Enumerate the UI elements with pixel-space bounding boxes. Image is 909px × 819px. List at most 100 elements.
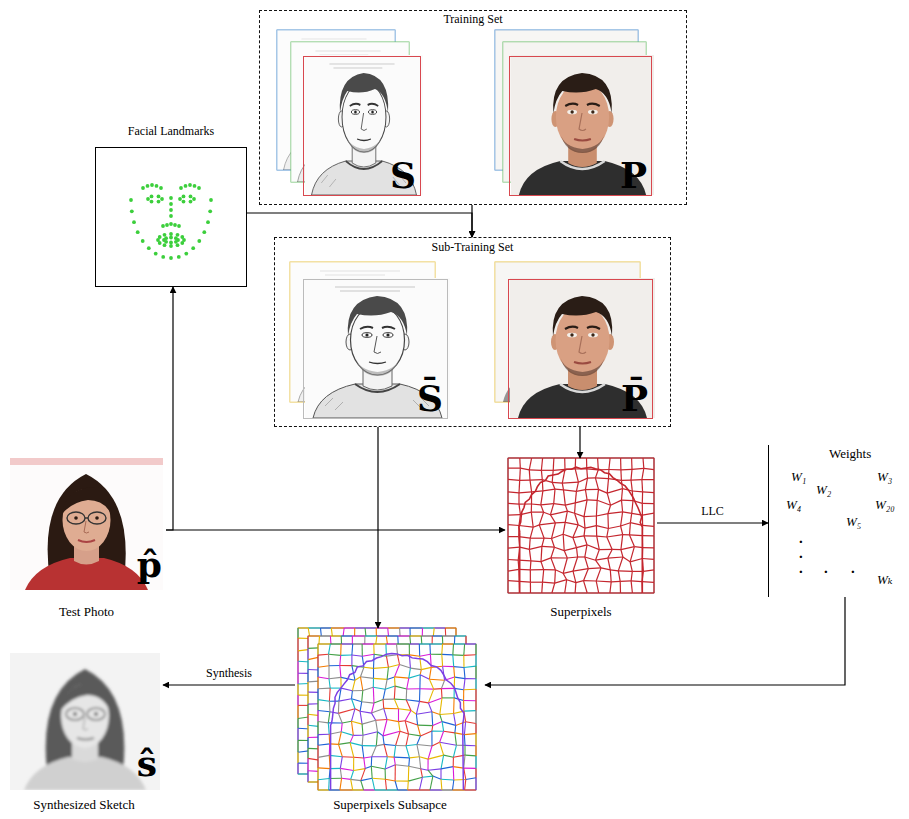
superpixel-edge xyxy=(328,666,329,679)
superpixel-edge xyxy=(465,789,476,790)
superpixel-edge xyxy=(434,627,445,628)
superpixel-edge xyxy=(554,457,565,458)
superpixel-edge xyxy=(508,536,519,537)
superpixel-edge xyxy=(585,478,587,490)
superpixel-edge xyxy=(307,648,308,659)
superpixel-edge xyxy=(340,778,342,790)
superpixel-edge xyxy=(430,654,441,655)
superpixel-edge xyxy=(531,592,542,593)
superpixel-edge xyxy=(607,537,612,549)
superpixel-edge xyxy=(440,779,442,790)
superpixel-edge xyxy=(518,480,520,493)
superpixel-edge xyxy=(342,721,351,723)
superpixel-edge xyxy=(429,644,431,654)
superpixel-edge xyxy=(307,714,308,725)
superpixel-edge xyxy=(530,569,543,570)
superpixel-edge xyxy=(429,679,444,680)
superpixel-edge xyxy=(399,709,412,711)
superpixel-edge xyxy=(297,740,298,752)
superpixel-edge xyxy=(621,547,635,550)
superpixel-edge xyxy=(454,666,464,668)
superpixel-edge xyxy=(297,661,298,673)
superpixel-edge xyxy=(351,691,353,699)
superpixel-edge xyxy=(595,477,608,479)
landmark-dot xyxy=(192,197,196,201)
superpixel-edge xyxy=(453,767,455,780)
superpixel-edge xyxy=(539,525,544,538)
superpixel-edge xyxy=(475,756,476,769)
superpixel-edge xyxy=(440,742,457,745)
superpixel-edge xyxy=(585,526,596,529)
superpixel-edge xyxy=(387,720,399,722)
superpixel-edge xyxy=(331,627,344,628)
ellipsis-dot: . xyxy=(799,546,803,561)
superpixel-edge xyxy=(328,722,342,723)
superpixel-edge xyxy=(409,644,410,655)
superpixel-edge xyxy=(360,711,362,724)
superpixel-edge xyxy=(442,722,444,732)
superpixel-edge xyxy=(519,526,533,528)
superpixel-edge xyxy=(453,757,454,766)
superpixel-edge xyxy=(352,690,362,691)
connector-arrow xyxy=(485,597,845,685)
superpixel-edge xyxy=(475,746,476,756)
landmark-dot xyxy=(189,200,193,204)
superpixel-edge xyxy=(417,745,420,757)
superpixel-edge xyxy=(507,492,508,503)
superpixel-edge xyxy=(621,550,623,557)
superpixel-edge xyxy=(372,778,375,790)
superpixel-edge xyxy=(464,679,465,690)
superpixel-edge xyxy=(464,689,476,691)
superpixel-edge xyxy=(608,558,611,570)
superpixel-edge xyxy=(440,714,454,715)
superpixel-edge xyxy=(610,570,612,582)
superpixel-edge xyxy=(318,744,330,745)
superpixel-edge xyxy=(541,458,542,470)
superpixel-edge xyxy=(355,677,361,680)
superpixel-edge xyxy=(318,779,329,780)
superpixel-edge xyxy=(622,489,623,501)
superpixel-edge xyxy=(419,675,420,689)
superpixel-edge xyxy=(454,714,456,726)
superpixel-edge xyxy=(466,722,476,724)
landmark-dot xyxy=(177,255,181,259)
superpixel-edge xyxy=(317,745,318,757)
landmark-dot xyxy=(141,186,145,190)
superpixel-edge xyxy=(532,457,543,458)
superpixel-edge xyxy=(565,592,575,593)
superpixel-edge xyxy=(508,479,520,480)
superpixel-edge xyxy=(351,655,352,666)
superpixel-edge xyxy=(475,689,476,701)
connector-arrow xyxy=(163,684,295,685)
landmark-dot xyxy=(173,223,177,227)
superpixel-edge xyxy=(352,635,365,636)
superpixel-edge xyxy=(443,666,454,667)
landmark-dot xyxy=(146,184,150,188)
landmark-dots xyxy=(129,183,213,260)
superpixel-edge xyxy=(508,559,518,561)
superpixel-edge xyxy=(405,721,418,725)
superpixel-edge xyxy=(317,711,318,722)
superpixel-edge xyxy=(352,709,356,722)
node-label: Superpixels Subsapce xyxy=(295,798,485,813)
superpixel-edge xyxy=(420,701,429,703)
superpixel-edge xyxy=(520,457,532,458)
landmark-dot xyxy=(197,186,201,190)
superpixel-edge xyxy=(405,721,408,734)
superpixel-edge xyxy=(434,688,442,690)
superpixel-edge xyxy=(330,643,341,644)
superpixel-edge xyxy=(463,701,464,712)
superpixel-edge xyxy=(317,689,318,700)
superpixel-edge xyxy=(475,724,476,734)
superpixel-edge xyxy=(330,635,341,636)
superpixel-edge xyxy=(418,725,433,727)
superpixel-frame xyxy=(508,458,654,593)
superpixel-edge xyxy=(409,668,411,678)
superpixel-edge xyxy=(573,536,584,538)
superpixel-edge xyxy=(385,757,387,769)
superpixel-edge xyxy=(441,688,454,689)
superpixel-edge xyxy=(508,547,520,549)
superpixel-edge xyxy=(573,525,578,538)
superpixel-edge xyxy=(430,776,433,790)
landmark-dot xyxy=(155,184,159,188)
